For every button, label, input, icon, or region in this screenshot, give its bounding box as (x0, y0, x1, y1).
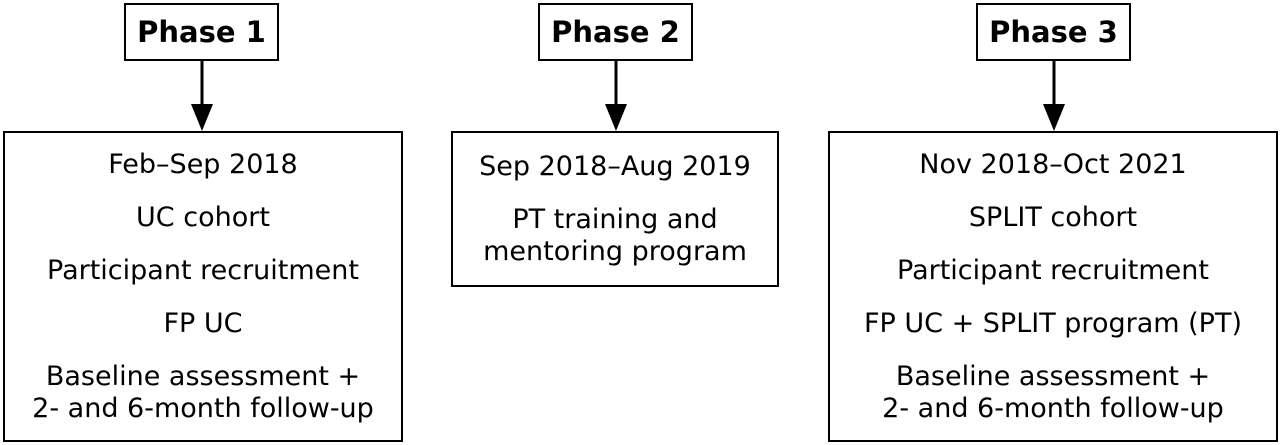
phase-1-recruitment: Participant recruitment (47, 254, 359, 286)
phase-3-cohort: SPLIT cohort (968, 201, 1138, 233)
phase-1-follow-up: 2- and 6-month follow-up (32, 392, 374, 424)
phase-1-cohort: UC cohort (136, 201, 270, 233)
phase-3-label: Phase 3 (976, 3, 1131, 61)
phase-1-assessment: Baseline assessment + (45, 360, 361, 392)
phase-1-label: Phase 1 (124, 3, 279, 61)
phase-3-care: FP UC + SPLIT program (PT) (864, 307, 1242, 339)
phase-3-follow-up: 2- and 6-month follow-up (882, 392, 1224, 424)
phase-2-label: Phase 2 (538, 3, 693, 61)
phase-2-box: Sep 2018–Aug 2019 PT training and mentor… (451, 131, 779, 287)
phase-2-program-line-1: PT training and (512, 203, 718, 235)
phase-1-dates: Feb–Sep 2018 (108, 148, 298, 180)
phase-3-assessment: Baseline assessment + (895, 360, 1211, 392)
phase-3-box: Nov 2018–Oct 2021 SPLIT cohort Participa… (828, 131, 1278, 442)
phase-1-care: FP UC (163, 307, 243, 339)
phase-1-box: Feb–Sep 2018 UC cohort Participant recru… (3, 131, 403, 442)
phase-3-dates: Nov 2018–Oct 2021 (919, 148, 1187, 180)
phase-3-recruitment: Participant recruitment (897, 254, 1209, 286)
phase-2-program-line-2: mentoring program (483, 235, 747, 267)
phase-1-arrow (191, 61, 213, 131)
phase-2-dates: Sep 2018–Aug 2019 (479, 150, 751, 182)
phase-3-arrow (1043, 61, 1065, 131)
phase-2-arrow (605, 61, 627, 131)
